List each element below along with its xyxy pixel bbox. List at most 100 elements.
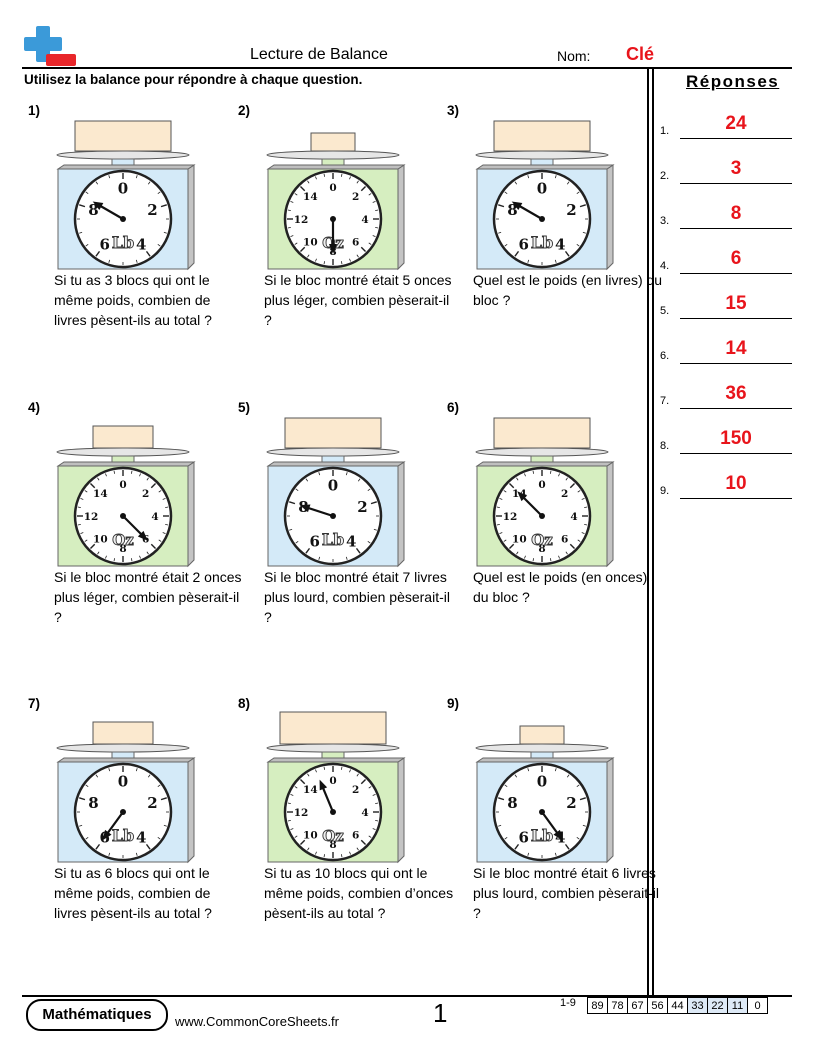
dial-tick <box>584 506 588 509</box>
dial-hub <box>330 809 336 815</box>
dial-tick <box>582 231 586 234</box>
dial-tick <box>579 204 586 208</box>
name-value: Clé <box>626 44 655 64</box>
dial-tick <box>368 835 372 838</box>
dial-tick <box>554 175 557 179</box>
dial-tick <box>504 836 508 840</box>
answer-value: 150 <box>720 428 752 449</box>
dial-tick <box>569 543 576 550</box>
problem-number: 3) <box>447 103 460 118</box>
site-url: www.CommonCoreSheets.fr <box>175 1014 339 1029</box>
dial-tick <box>113 470 116 474</box>
dial-label: 0 <box>537 179 547 197</box>
dial-tick <box>108 259 111 263</box>
dial-tick <box>163 824 167 827</box>
dial-tick <box>84 539 88 542</box>
dial-tick <box>157 836 161 840</box>
header-rule <box>22 67 792 69</box>
dial-tick <box>290 201 294 203</box>
dial-tick <box>549 558 552 562</box>
dial-label: 10 <box>93 533 108 545</box>
dial-hub <box>120 216 126 222</box>
answer-number: 6. <box>660 350 670 362</box>
dial-tick <box>147 181 151 185</box>
dial-tick <box>554 259 557 263</box>
dial-label: 8 <box>88 201 98 219</box>
dial-tick <box>323 261 326 265</box>
dial-label: 2 <box>142 488 149 500</box>
scale-body-top <box>56 461 196 467</box>
dial-tick <box>95 250 101 257</box>
dial-label: 0 <box>329 775 336 787</box>
dial-tick <box>287 802 291 805</box>
dial-tick <box>145 250 151 257</box>
dial-unit-label: Lb <box>322 530 344 549</box>
dial-label: 12 <box>503 511 518 523</box>
problem-number: 2) <box>238 103 251 118</box>
dial-tick <box>576 243 580 247</box>
score-cell: 11 <box>727 997 748 1014</box>
dial-tick <box>315 769 317 773</box>
dial-tick <box>564 250 570 257</box>
dial-tick <box>80 498 84 500</box>
answer-number: 4. <box>660 260 670 272</box>
dial-tick <box>307 773 310 777</box>
dial-tick <box>554 852 557 856</box>
dial-unit-label: Lb <box>531 233 553 252</box>
dial-tick <box>135 768 138 772</box>
answer-line <box>680 408 792 409</box>
dial-tick <box>113 558 116 562</box>
dial-tick <box>85 191 89 195</box>
dial-tick <box>581 498 585 500</box>
answer-value: 14 <box>725 338 747 359</box>
dial-hub <box>120 513 126 519</box>
dial-unit-label: Lb <box>112 233 134 252</box>
logo-plus-minus-icon <box>24 26 76 66</box>
answer-line <box>680 138 792 139</box>
dial-tick <box>349 176 351 180</box>
dial-tick <box>305 478 309 482</box>
dial-label: 8 <box>329 839 336 851</box>
dial-tick <box>315 176 317 180</box>
problem-number: 5) <box>238 400 251 415</box>
answer-line <box>680 228 792 229</box>
dial-tick <box>150 543 157 550</box>
dial-tick <box>105 473 107 477</box>
answer-value: 3 <box>730 158 742 179</box>
dial-tick <box>294 835 298 838</box>
dial-label: 2 <box>352 784 359 796</box>
dial-tick <box>345 472 348 476</box>
answer-value: 15 <box>725 293 747 314</box>
dial-tick <box>372 794 376 796</box>
dial-label: 4 <box>570 511 577 523</box>
dial-tick <box>139 473 141 477</box>
dial-needle-tip <box>102 829 112 841</box>
dial-tick <box>85 243 89 247</box>
dial-tick <box>97 477 100 481</box>
dial-label: 10 <box>303 829 318 841</box>
score-range: 1-9 <box>560 997 576 1009</box>
dial-label: 4 <box>361 807 368 819</box>
scale-body-top <box>266 461 406 467</box>
weight-block <box>493 417 591 449</box>
dial-unit-label: Oz <box>531 531 553 549</box>
dial-tick <box>564 843 570 850</box>
dial-tick <box>516 477 519 481</box>
scale-body-side <box>397 164 405 271</box>
dial-label: 0 <box>328 476 338 494</box>
dial-tick <box>158 490 162 493</box>
dial-tick <box>162 498 166 500</box>
dial-tick <box>294 193 298 196</box>
question-text: Quel est le poids (en livres) du bloc ? <box>473 272 663 308</box>
scale-body-side <box>606 164 614 271</box>
dial-tick <box>79 204 86 208</box>
dial-hub <box>539 216 545 222</box>
dial-tick <box>79 797 86 801</box>
scale-body-top <box>475 757 615 763</box>
dial-tick <box>514 250 520 257</box>
